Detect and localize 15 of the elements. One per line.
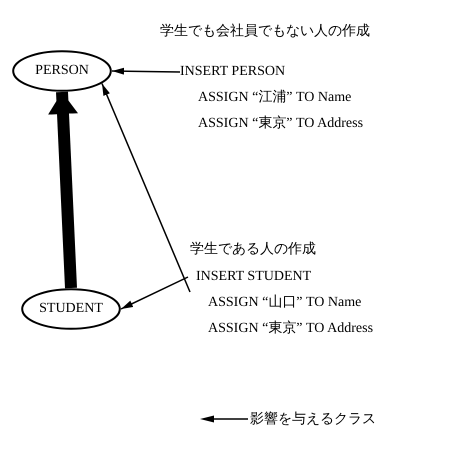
code-line: ASSIGN “東京” TO Address xyxy=(208,319,374,338)
code-line: ASSIGN “山口” TO Name xyxy=(208,294,362,312)
heading-text: 学生でも会社員でもない人の作成 xyxy=(160,22,370,40)
code-line: INSERT STUDENT xyxy=(196,268,312,286)
arrow xyxy=(101,83,191,292)
arrow xyxy=(120,276,188,310)
class-ellipse: PERSON xyxy=(12,50,112,92)
code-line: ASSIGN “江浦” TO Name xyxy=(198,88,352,107)
code-line: ASSIGN “東京” TO Address xyxy=(198,114,364,133)
heading-text: 学生である人の作成 xyxy=(190,240,316,258)
arrow xyxy=(112,68,180,75)
legend-text: 影響を与えるクラス xyxy=(250,410,376,428)
arrow xyxy=(48,92,78,288)
code-line: INSERT PERSON xyxy=(180,63,286,81)
class-ellipse: STUDENT xyxy=(21,288,121,330)
